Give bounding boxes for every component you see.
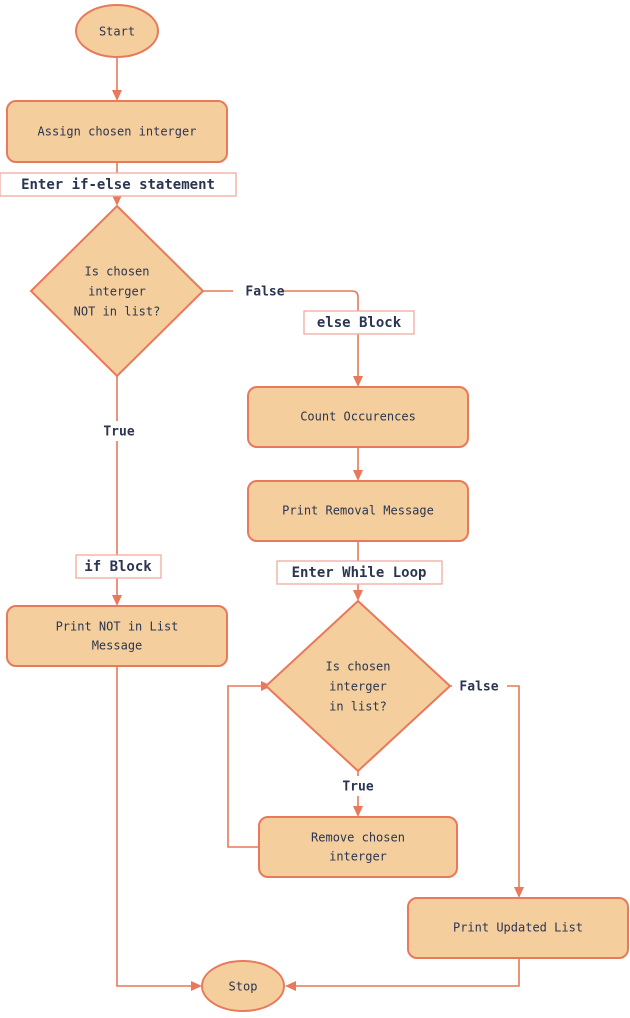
node-print-removal-message[interactable]: Print Removal Message bbox=[247, 480, 469, 542]
start-label: Start bbox=[99, 25, 135, 39]
arrowhead-assign bbox=[112, 90, 122, 101]
decision2-false-label-bg bbox=[452, 676, 507, 696]
node-count-occurences[interactable]: Count Occurences bbox=[247, 386, 469, 448]
stop-ellipse bbox=[201, 960, 285, 1012]
enter-while-loop-label: Enter While Loop bbox=[292, 565, 427, 581]
decision1-false-label: False bbox=[245, 285, 284, 300]
arrowhead-stop-right bbox=[285, 981, 296, 991]
print-updated-label: Print Updated List bbox=[453, 921, 583, 935]
decision1-label-line3: NOT in list? bbox=[74, 305, 161, 319]
print-removal-rect bbox=[247, 480, 469, 542]
edge-print-updated-to-stop bbox=[291, 958, 520, 987]
decision1-true-label: True bbox=[103, 425, 134, 440]
arrowhead-decision2 bbox=[353, 590, 363, 601]
branch-labels-layer: False True False True bbox=[93, 281, 507, 796]
start-ellipse bbox=[75, 4, 159, 58]
decision2-label-line1: Is chosen bbox=[325, 660, 390, 674]
edge-remove-loopback bbox=[227, 685, 266, 848]
remove-label-line1: Remove chosen bbox=[311, 831, 405, 845]
edge-label-enter-if-else-statement[interactable]: Enter if-else statement bbox=[0, 172, 237, 197]
node-print-updated-list[interactable]: Print Updated List bbox=[407, 897, 629, 959]
edge-label-if-block[interactable]: if Block bbox=[75, 554, 162, 579]
enter-while-loop-box bbox=[276, 560, 443, 585]
print-removal-label: Print Removal Message bbox=[282, 504, 434, 518]
if-block-label: if Block bbox=[84, 559, 152, 575]
count-rect bbox=[247, 386, 469, 448]
node-stop[interactable]: Stop bbox=[201, 960, 285, 1012]
decision2-label-line3: in list? bbox=[329, 700, 387, 714]
stop-label: Stop bbox=[229, 980, 258, 994]
decision1-label-line2: interger bbox=[88, 285, 146, 299]
edge-labels-layer: Enter if-else statement else Block if Bl… bbox=[0, 172, 443, 585]
print-not-in-list-label-line1: Print NOT in List bbox=[56, 620, 179, 634]
assign-label: Assign chosen interger bbox=[38, 125, 197, 139]
node-decision-is-chosen-interger-in-list[interactable]: Is chosen interger in list? bbox=[264, 599, 452, 773]
if-block-box bbox=[75, 554, 162, 579]
edge-print-not-in-list-to-stop bbox=[116, 666, 196, 987]
assign-rect bbox=[6, 100, 228, 163]
decision1-false-label-bg bbox=[233, 281, 281, 301]
arrowhead-count bbox=[353, 376, 363, 387]
node-assign-chosen-interger[interactable]: Assign chosen interger bbox=[6, 100, 228, 163]
decision1-label-line1: Is chosen bbox=[84, 265, 149, 279]
nodes-layer: Start Assign chosen interger Is chosen i… bbox=[6, 4, 629, 1012]
count-label: Count Occurences bbox=[300, 410, 416, 424]
node-decision-is-chosen-interger-not-in-list[interactable]: Is chosen interger NOT in list? bbox=[29, 204, 205, 378]
enter-if-else-box bbox=[0, 172, 237, 197]
arrowhead-print-updated bbox=[514, 887, 524, 898]
print-not-in-list-label-line2: Message bbox=[92, 639, 143, 653]
enter-if-else-label: Enter if-else statement bbox=[21, 177, 215, 193]
edge-label-enter-while-loop[interactable]: Enter While Loop bbox=[276, 560, 443, 585]
print-updated-rect bbox=[407, 897, 629, 959]
arrowhead-remove bbox=[353, 806, 363, 817]
arrowhead-decision1 bbox=[112, 195, 122, 206]
decision1-true-label-bg bbox=[93, 421, 143, 441]
decision2-diamond bbox=[264, 599, 452, 773]
node-remove-chosen-interger[interactable]: Remove chosen interger bbox=[258, 816, 458, 878]
decision2-true-label-bg bbox=[333, 776, 383, 796]
arrowhead-stop-left bbox=[191, 981, 202, 991]
edge-label-else-block[interactable]: else Block bbox=[303, 310, 415, 335]
decision2-true-label: True bbox=[342, 780, 373, 795]
node-start[interactable]: Start bbox=[75, 4, 159, 58]
remove-label-line2: interger bbox=[329, 850, 387, 864]
else-block-label: else Block bbox=[317, 315, 402, 331]
decision2-false-label: False bbox=[459, 680, 498, 695]
arrowhead-print-removal bbox=[353, 470, 363, 481]
edge-decision1-false bbox=[203, 290, 359, 381]
arrowhead-print-not-in-list bbox=[112, 595, 122, 606]
else-block-box bbox=[303, 310, 415, 335]
node-print-not-in-list-message[interactable]: Print NOT in List Message bbox=[6, 605, 228, 667]
decision2-label-line2: interger bbox=[329, 680, 387, 694]
edge-decision2-false bbox=[450, 685, 520, 892]
remove-rect bbox=[258, 816, 458, 878]
print-not-in-list-rect bbox=[6, 605, 228, 667]
decision1-diamond bbox=[29, 204, 205, 378]
